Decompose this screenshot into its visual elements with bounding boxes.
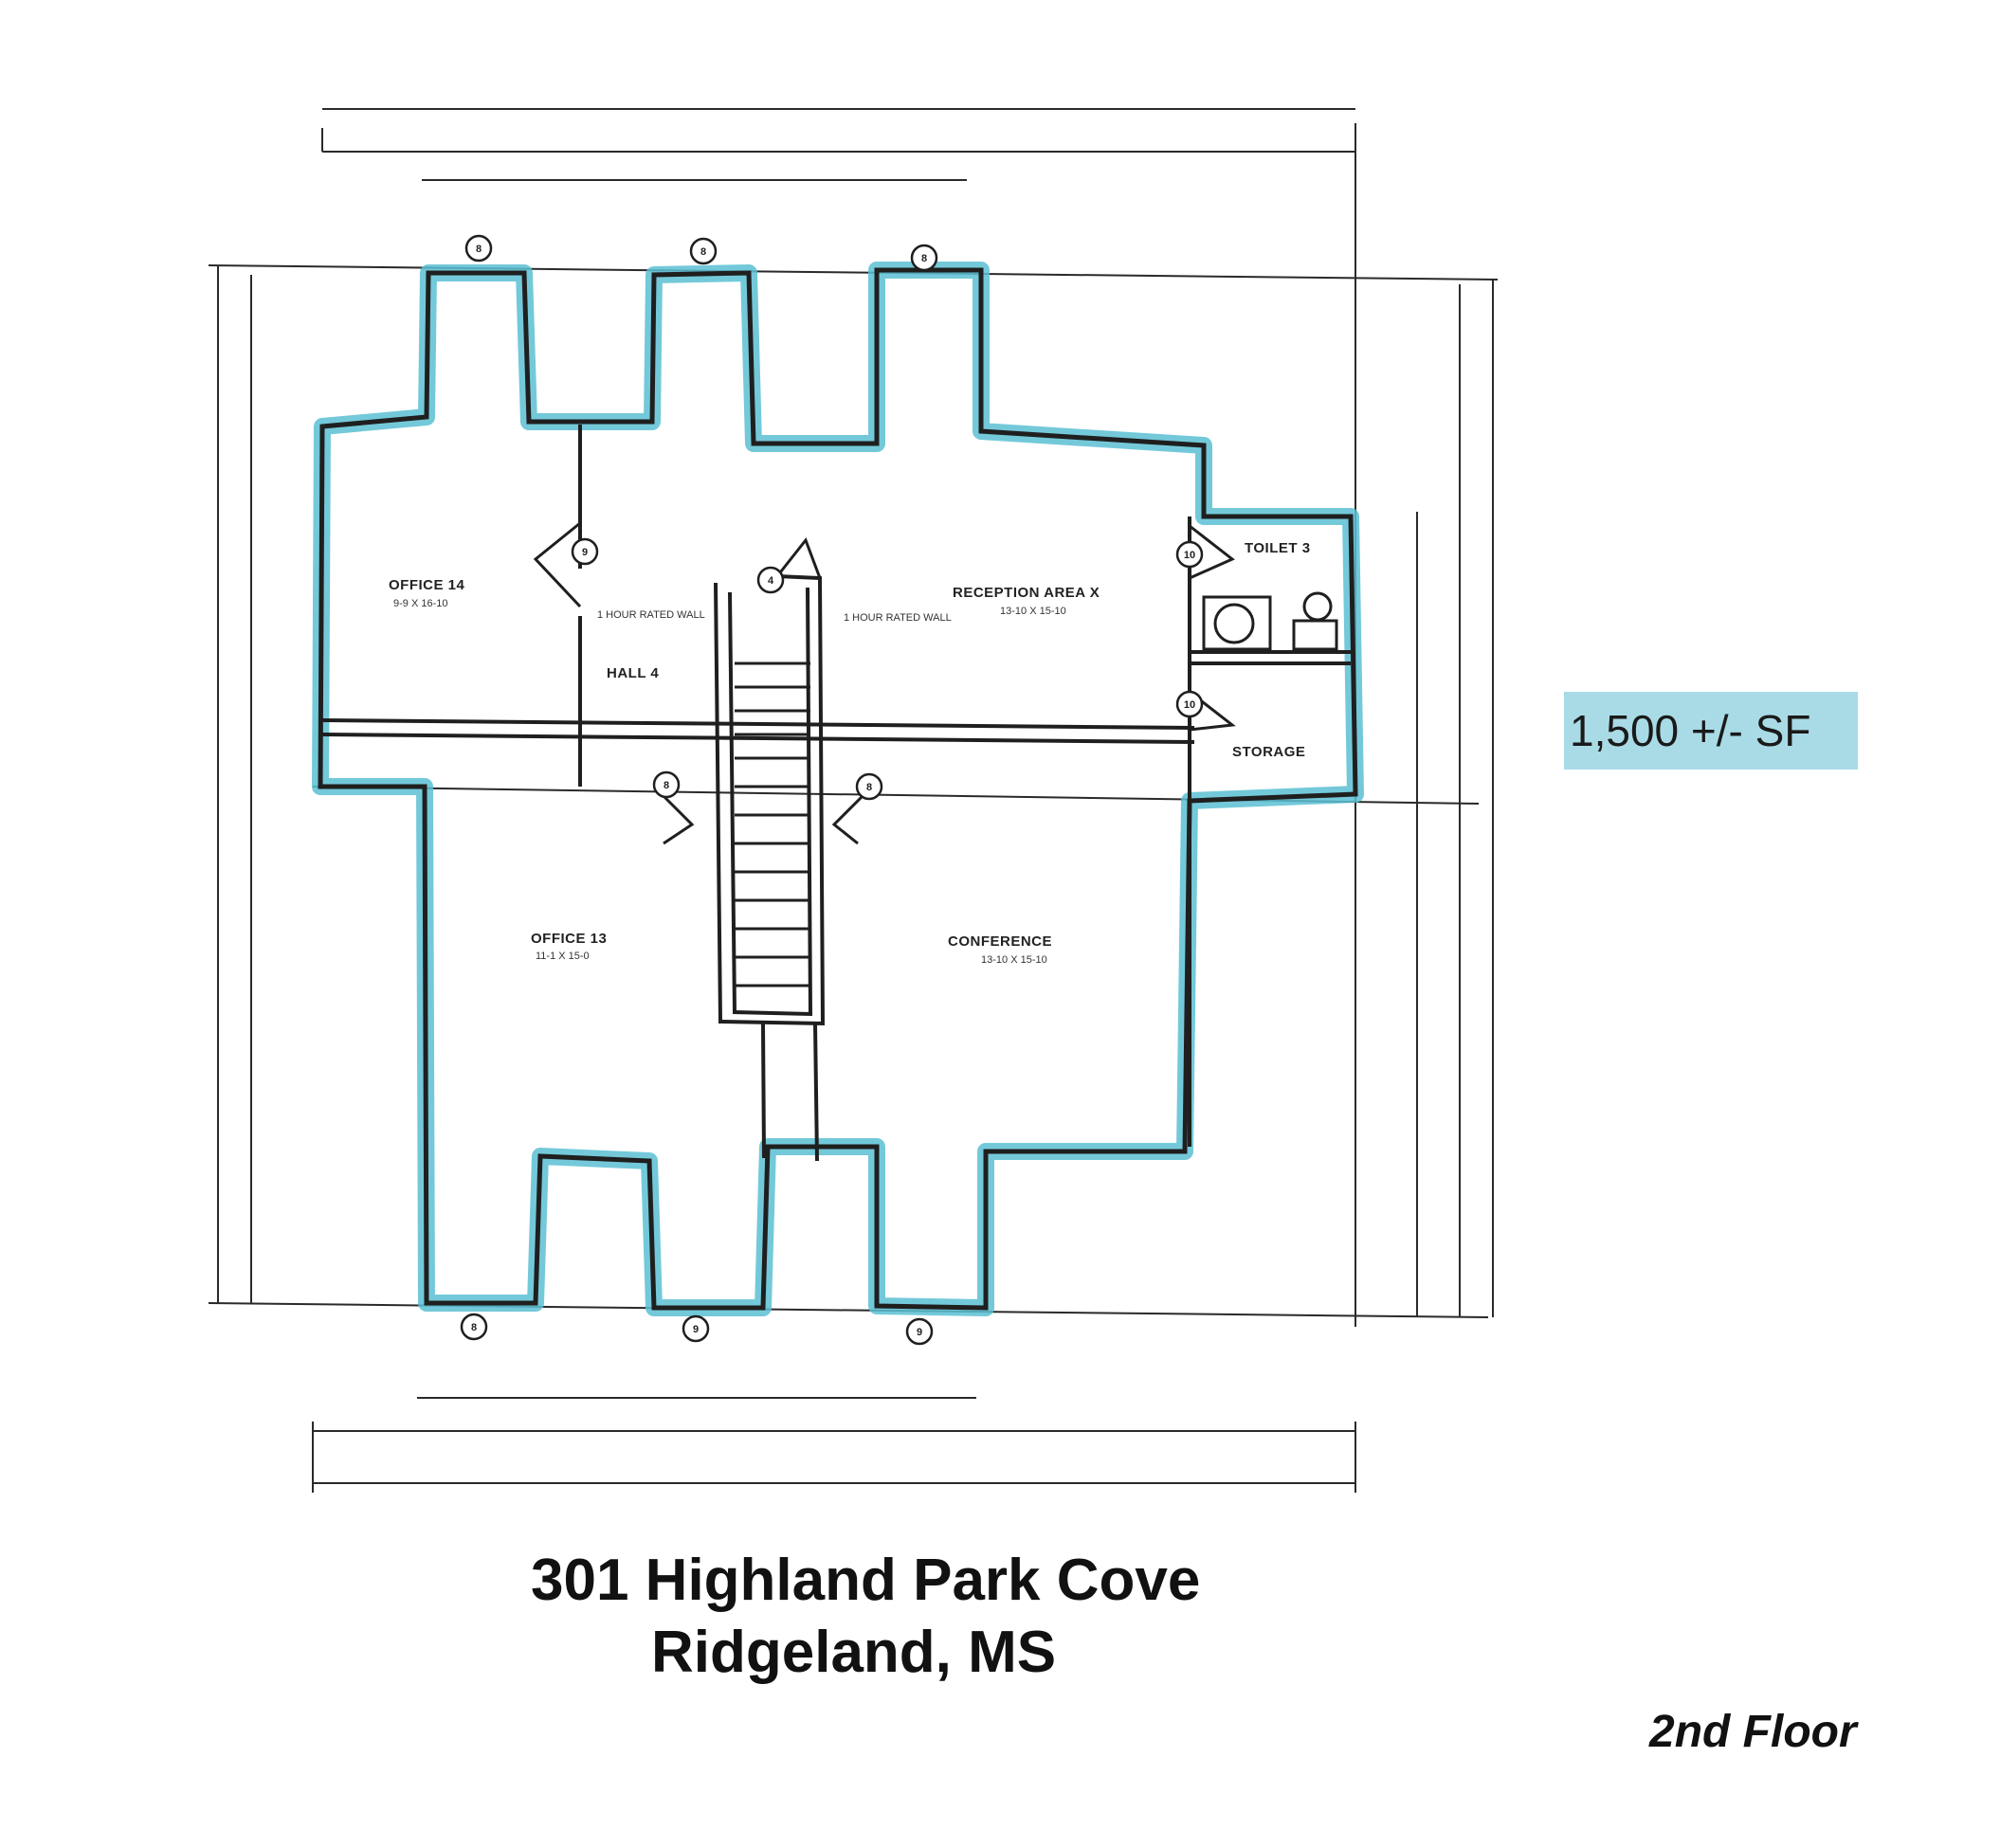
address-line-1: 301 Highland Park Cove [531,1548,1201,1613]
room-hall: HALL 4 [607,665,659,681]
door-tag-numbers: 8 8 8 9 4 10 10 8 8 8 9 9 [471,244,1195,1338]
room-conference-dims: 13-10 X 15-10 [981,954,1047,966]
door-tag-number: 10 [1184,699,1195,711]
property-address: 301 Highland Park Cove Ridgeland, MS [531,1545,1251,1689]
door-tag-number: 8 [471,1322,477,1333]
room-office-14-dims: 9-9 X 16-10 [393,598,447,609]
area-badge: 1,500 +/- SF [1564,692,1858,770]
door-tag [464,234,493,263]
room-storage: STORAGE [1232,744,1305,760]
outer-walls [318,267,1358,1311]
door-tag-number: 8 [476,244,482,255]
door-tag-number: 4 [768,575,774,587]
door-tag [460,1313,488,1341]
door-tag [652,770,681,799]
door-tag-number: 8 [664,780,669,791]
staircase [735,661,810,987]
door-tag-number: 8 [921,253,927,264]
door-tag-number: 9 [917,1327,922,1338]
door-swings [533,521,1236,845]
door-tag [1175,540,1204,569]
rated-wall-note-1: 1 HOUR RATED WALL [597,609,705,621]
address-line-2: Ridgeland, MS [651,1620,1057,1685]
room-reception-dims: 13-10 X 15-10 [1000,606,1066,617]
door-tag [682,1314,710,1343]
room-office-13: OFFICE 13 [531,931,607,947]
door-tag [905,1317,934,1346]
room-reception: RECEPTION AREA X [953,585,1100,601]
door-tag [571,537,599,566]
door-tag-number: 8 [866,782,872,793]
door-tag-number: 8 [700,246,706,258]
rated-wall-note-2: 1 HOUR RATED WALL [844,612,952,624]
room-toilet: TOILET 3 [1245,540,1311,556]
door-tag [1175,690,1204,718]
door-tag [756,566,785,594]
room-office-13-dims: 11-1 X 15-0 [536,951,590,962]
door-tag-number: 10 [1184,550,1195,561]
door-tag-number: 9 [582,547,588,558]
floor-label: 2nd Floor [1649,1707,1857,1757]
door-tag [689,237,718,265]
door-tag-number: 9 [693,1324,699,1335]
door-tag [855,772,883,801]
room-conference: CONFERENCE [948,933,1052,950]
door-tag [910,244,938,272]
door-tags [460,234,1204,1346]
room-office-14: OFFICE 14 [389,577,465,593]
toilet-fixtures [1202,591,1338,651]
